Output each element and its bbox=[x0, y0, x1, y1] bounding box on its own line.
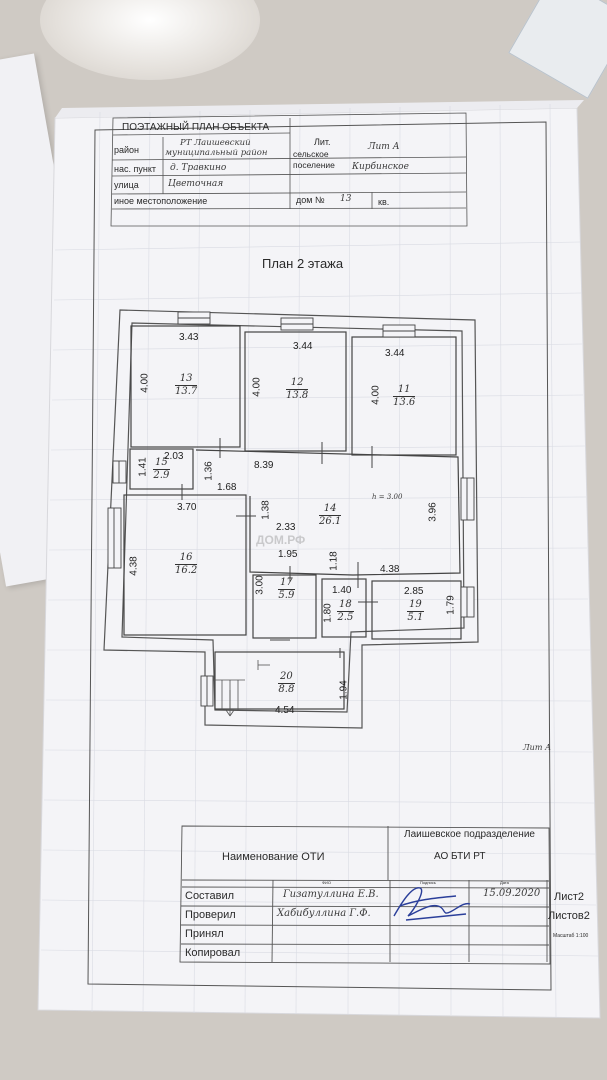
dim-1-95: 1.95 bbox=[278, 549, 298, 560]
lit-value: Лит А bbox=[368, 142, 400, 152]
rayon-label: район bbox=[114, 145, 140, 155]
ulica-value: Цветочная bbox=[168, 179, 224, 189]
stamp-col-podpis: Подпись bbox=[420, 880, 436, 885]
stamp-masshtab: Масштаб 1:100 bbox=[553, 933, 589, 939]
punkt-label: нас. пункт bbox=[114, 164, 156, 174]
stamp-col-fio: ФИО bbox=[322, 880, 332, 885]
plan-title: План 2 этажа bbox=[262, 256, 344, 271]
watermark: ДОМ.РФ bbox=[256, 533, 306, 547]
stamp-sostavil-name: Гизатуллина Е.В. bbox=[283, 889, 379, 900]
dim-1-40: 1.40 bbox=[332, 585, 352, 596]
dim-3-43: 3.43 bbox=[179, 332, 199, 343]
dim-3-44-a: 3.44 bbox=[293, 341, 313, 352]
stamp-listov: Листов2 bbox=[548, 910, 590, 922]
dim-1-18: 1.18 bbox=[328, 551, 340, 571]
dim-4-54: 4.54 bbox=[275, 705, 295, 716]
floor-plan bbox=[103, 309, 479, 729]
lit-label: Лит. bbox=[314, 137, 331, 147]
punkt-value: д. Травкино bbox=[170, 163, 227, 173]
header-title: ПОЭТАЖНЫЙ ПЛАН ОБЪЕКТА bbox=[122, 122, 270, 133]
dim-1-41: 1.41 bbox=[137, 457, 149, 477]
stamp-org-2: АО БТИ РТ bbox=[434, 851, 486, 862]
signature-mark bbox=[393, 887, 471, 921]
stamp-proveril: Проверил bbox=[185, 909, 236, 921]
stamp-sostavil: Составил bbox=[185, 890, 235, 902]
dim-3-96: 3.96 bbox=[427, 502, 439, 522]
dim-2-33: 2.33 bbox=[276, 522, 296, 533]
rayon-value-1: РТ Лаишевский bbox=[180, 138, 251, 148]
dim-2-03: 2.03 bbox=[164, 451, 184, 462]
height-note: h = 3.00 bbox=[372, 493, 403, 501]
paper-grid bbox=[40, 103, 599, 1018]
dim-4-00-c: 4.00 bbox=[370, 385, 382, 405]
dim-4-38-a: 4.38 bbox=[128, 556, 140, 576]
dim-3-00: 3.00 bbox=[254, 575, 266, 595]
stamp-kopiroval: Копировал bbox=[185, 947, 241, 959]
dim-4-00-b: 4.00 bbox=[251, 377, 263, 397]
dim-4-38-b: 4.38 bbox=[380, 564, 400, 575]
dim-1-79: 1.79 bbox=[445, 595, 457, 615]
dim-1-80: 1.80 bbox=[322, 603, 334, 623]
dim-3-44-b: 3.44 bbox=[385, 348, 405, 359]
stamp-proveril-name: Хабибуллина Г.Ф. bbox=[277, 908, 371, 919]
kv-label: кв. bbox=[378, 197, 390, 207]
lit-note: Лит А bbox=[523, 743, 552, 752]
stamp-list: Лист2 bbox=[554, 891, 585, 903]
dim-1-38: 1.38 bbox=[260, 500, 272, 520]
dim-1-94: 1.94 bbox=[338, 680, 350, 700]
dim-2-85: 2.85 bbox=[404, 586, 424, 597]
ulica-label: улица bbox=[114, 180, 139, 190]
dom-label: дом № bbox=[296, 195, 325, 205]
poselenie-label-1: сельское bbox=[293, 149, 329, 159]
stamp-naim: Наименование ОТИ bbox=[222, 851, 325, 863]
stamp-sostavil-date: 15.09.2020 bbox=[483, 888, 541, 899]
stamp-org-1: Лаишевское подразделение bbox=[404, 829, 535, 840]
dom-value: 13 bbox=[340, 194, 352, 204]
rayon-value-2: муниципальный район bbox=[165, 148, 268, 158]
dim-8-39: 8.39 bbox=[254, 460, 274, 471]
dim-1-68: 1.68 bbox=[217, 482, 237, 493]
dim-4-00-a: 4.00 bbox=[139, 373, 151, 393]
drawing-frame bbox=[87, 121, 552, 991]
poselenie-label-2: поселение bbox=[293, 160, 335, 170]
stamp-prinyal: Принял bbox=[185, 928, 224, 940]
inoe-label: иное местоположение bbox=[114, 196, 208, 206]
stamp-col-data: Дата bbox=[500, 880, 509, 885]
dim-1-36: 1.36 bbox=[203, 461, 215, 481]
header-table bbox=[110, 112, 468, 227]
poselenie-value: Кирбинское bbox=[352, 162, 409, 172]
dim-3-70: 3.70 bbox=[177, 502, 197, 513]
stamp-table bbox=[179, 825, 551, 965]
